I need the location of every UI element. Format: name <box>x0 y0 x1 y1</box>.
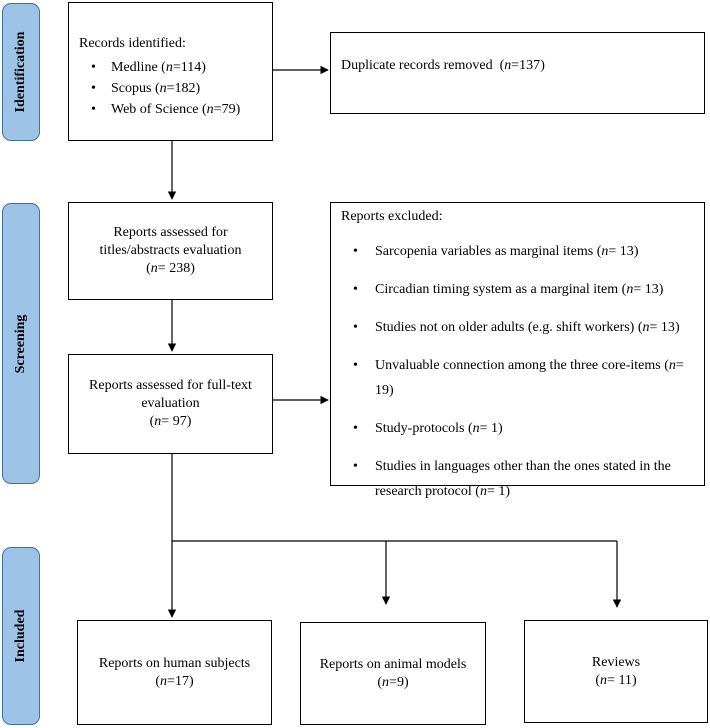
records-identified-title: Records identified: <box>79 36 186 51</box>
titles-abstracts-box: Reports assessed for titles/abstracts ev… <box>68 202 273 300</box>
animal-models-label: Reports on animal models <box>319 656 467 672</box>
source-web-of-science: Web of Science (n=79) <box>91 101 264 119</box>
excluded-item: Study-protocols (n= 1) <box>353 416 694 441</box>
stage-screening: Screening <box>2 203 40 484</box>
stage-included: Included <box>2 547 40 725</box>
full-text-count: (n= 97) <box>149 414 192 429</box>
full-text-line2: evaluation <box>141 396 200 411</box>
titles-abstracts-line2: titles/abstracts evaluation <box>99 243 242 258</box>
titles-abstracts-count: (n= 238) <box>146 261 195 276</box>
reviews-count: (n= 11) <box>595 672 637 688</box>
source-medline: Medline (n=114) <box>91 59 264 77</box>
excluded-item: Studies not on older adults (e.g. shift … <box>353 315 694 340</box>
excluded-item: Unvaluable connection among the three co… <box>353 353 694 403</box>
excluded-item: Studies in languages other than the ones… <box>353 454 694 504</box>
excluded-box: Reports excluded: Sarcopenia variables a… <box>330 202 705 499</box>
excluded-item: Circadian timing system as a marginal it… <box>353 277 694 302</box>
stage-identification: Identification <box>2 3 40 141</box>
excluded-item: Sarcopenia variables as marginal items (… <box>353 239 694 264</box>
source-scopus: Scopus (n=182) <box>91 80 264 98</box>
full-text-line1: Reports assessed for full-text <box>89 378 252 393</box>
human-subjects-count: (n=17) <box>155 673 194 689</box>
duplicates-text: Duplicate records removed (n=137) <box>341 58 545 73</box>
reviews-box: Reviews (n= 11) <box>524 620 708 723</box>
excluded-title: Reports excluded: <box>341 209 443 224</box>
animal-models-count: (n=9) <box>377 674 409 690</box>
human-subjects-label: Reports on human subjects <box>98 655 251 671</box>
reviews-label: Reviews <box>591 654 641 670</box>
full-text-box: Reports assessed for full-text evaluatio… <box>68 354 273 454</box>
human-subjects-box: Reports on human subjects (n=17) <box>77 620 272 725</box>
titles-abstracts-line1: Reports assessed for <box>113 225 228 240</box>
duplicates-box: Duplicate records removed (n=137) <box>330 32 705 114</box>
animal-models-box: Reports on animal models (n=9) <box>300 622 486 725</box>
records-identified-box: Records identified: Medline (n=114) Scop… <box>68 2 273 141</box>
